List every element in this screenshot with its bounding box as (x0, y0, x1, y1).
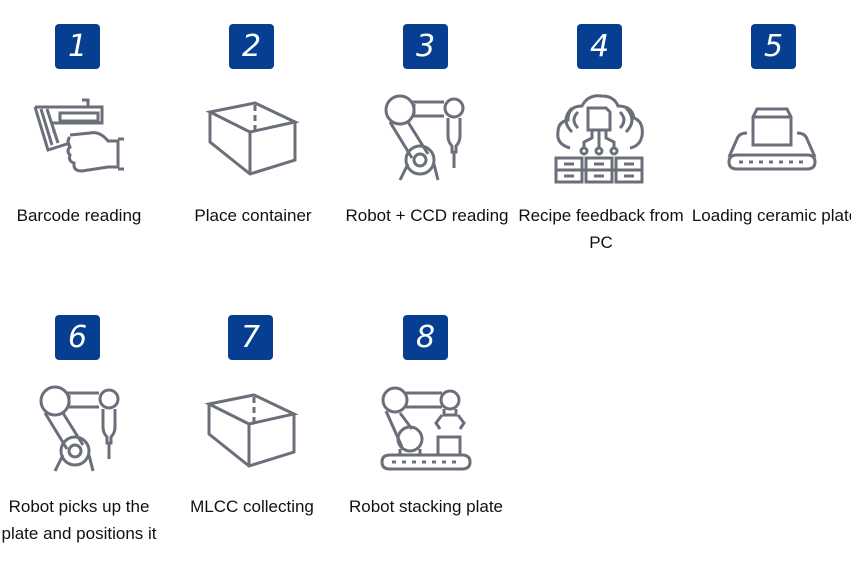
step-number-badge: 7 (228, 315, 273, 360)
open-box-icon (204, 392, 299, 472)
cloud-server-icon (552, 92, 647, 184)
step-label: Loading ceramic plate (691, 206, 851, 225)
open-box-icon (205, 100, 300, 180)
step-label: Recipe feedback from PC (518, 206, 684, 252)
step-label: Place container (194, 206, 312, 225)
step-label: MLCC collecting (190, 497, 314, 516)
step-label: Robot stacking plate (348, 497, 504, 516)
robot-arm-icon (35, 383, 125, 473)
step-label: Robot picks up the plate and positions i… (1, 497, 157, 543)
step-label: Robot + CCD reading (345, 206, 509, 225)
step-number-badge: 5 (751, 24, 796, 69)
step-number-badge: 8 (403, 315, 448, 360)
step-number-badge: 4 (577, 24, 622, 69)
conveyor-box-icon (725, 105, 820, 173)
step-number-badge: 1 (55, 24, 100, 69)
barcode-scanner-icon (30, 95, 125, 175)
step-number-badge: 2 (229, 24, 274, 69)
step-label: Barcode reading (16, 206, 142, 225)
robot-conveyor-icon (380, 385, 472, 475)
step-number-badge: 6 (55, 315, 100, 360)
step-number-badge: 3 (403, 24, 448, 69)
robot-arm-icon (380, 92, 470, 182)
